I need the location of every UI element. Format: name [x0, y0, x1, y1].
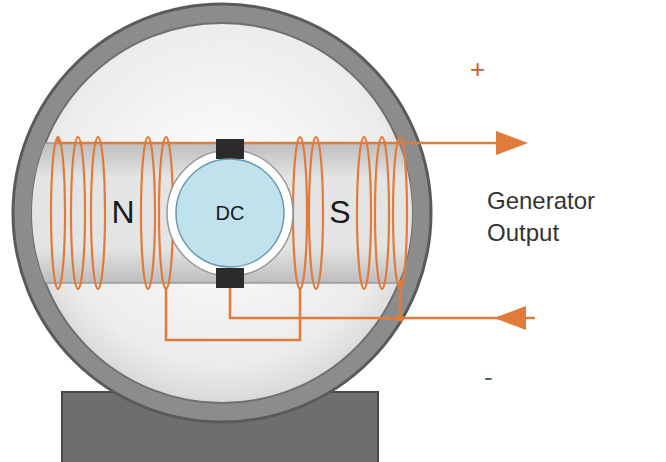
armature: DC [175, 158, 285, 268]
coil-winding [309, 137, 323, 289]
output-arrow [496, 131, 528, 155]
coil-return-wire [399, 280, 402, 318]
coil-link-wire [166, 287, 300, 340]
south-pole: S [325, 192, 355, 233]
air-gap [167, 150, 293, 276]
brush [216, 139, 244, 159]
coil-winding [141, 137, 155, 289]
coil-winding [91, 137, 105, 289]
negative-wire [230, 282, 535, 318]
wiring [58, 138, 535, 340]
output-label: Generator Output [487, 185, 655, 250]
coil-winding [357, 137, 371, 289]
node-text: S [329, 195, 350, 230]
node-text: DC [216, 202, 245, 224]
coil-winding [293, 137, 307, 289]
positive-terminal: + [470, 52, 485, 87]
junction-dot [397, 315, 404, 322]
coil-winding [51, 137, 65, 289]
armature-disc [176, 159, 284, 267]
field-coils [51, 137, 407, 289]
coil-winding [393, 137, 407, 289]
brush [216, 268, 244, 288]
housing [13, 4, 431, 422]
positive-wire [58, 138, 522, 143]
north-pole: N [107, 192, 138, 233]
negative-terminal: - [484, 360, 493, 395]
return-arrow [494, 306, 526, 330]
node-text: N [111, 195, 134, 230]
coil-winding [375, 137, 389, 289]
coil-winding [71, 137, 85, 289]
